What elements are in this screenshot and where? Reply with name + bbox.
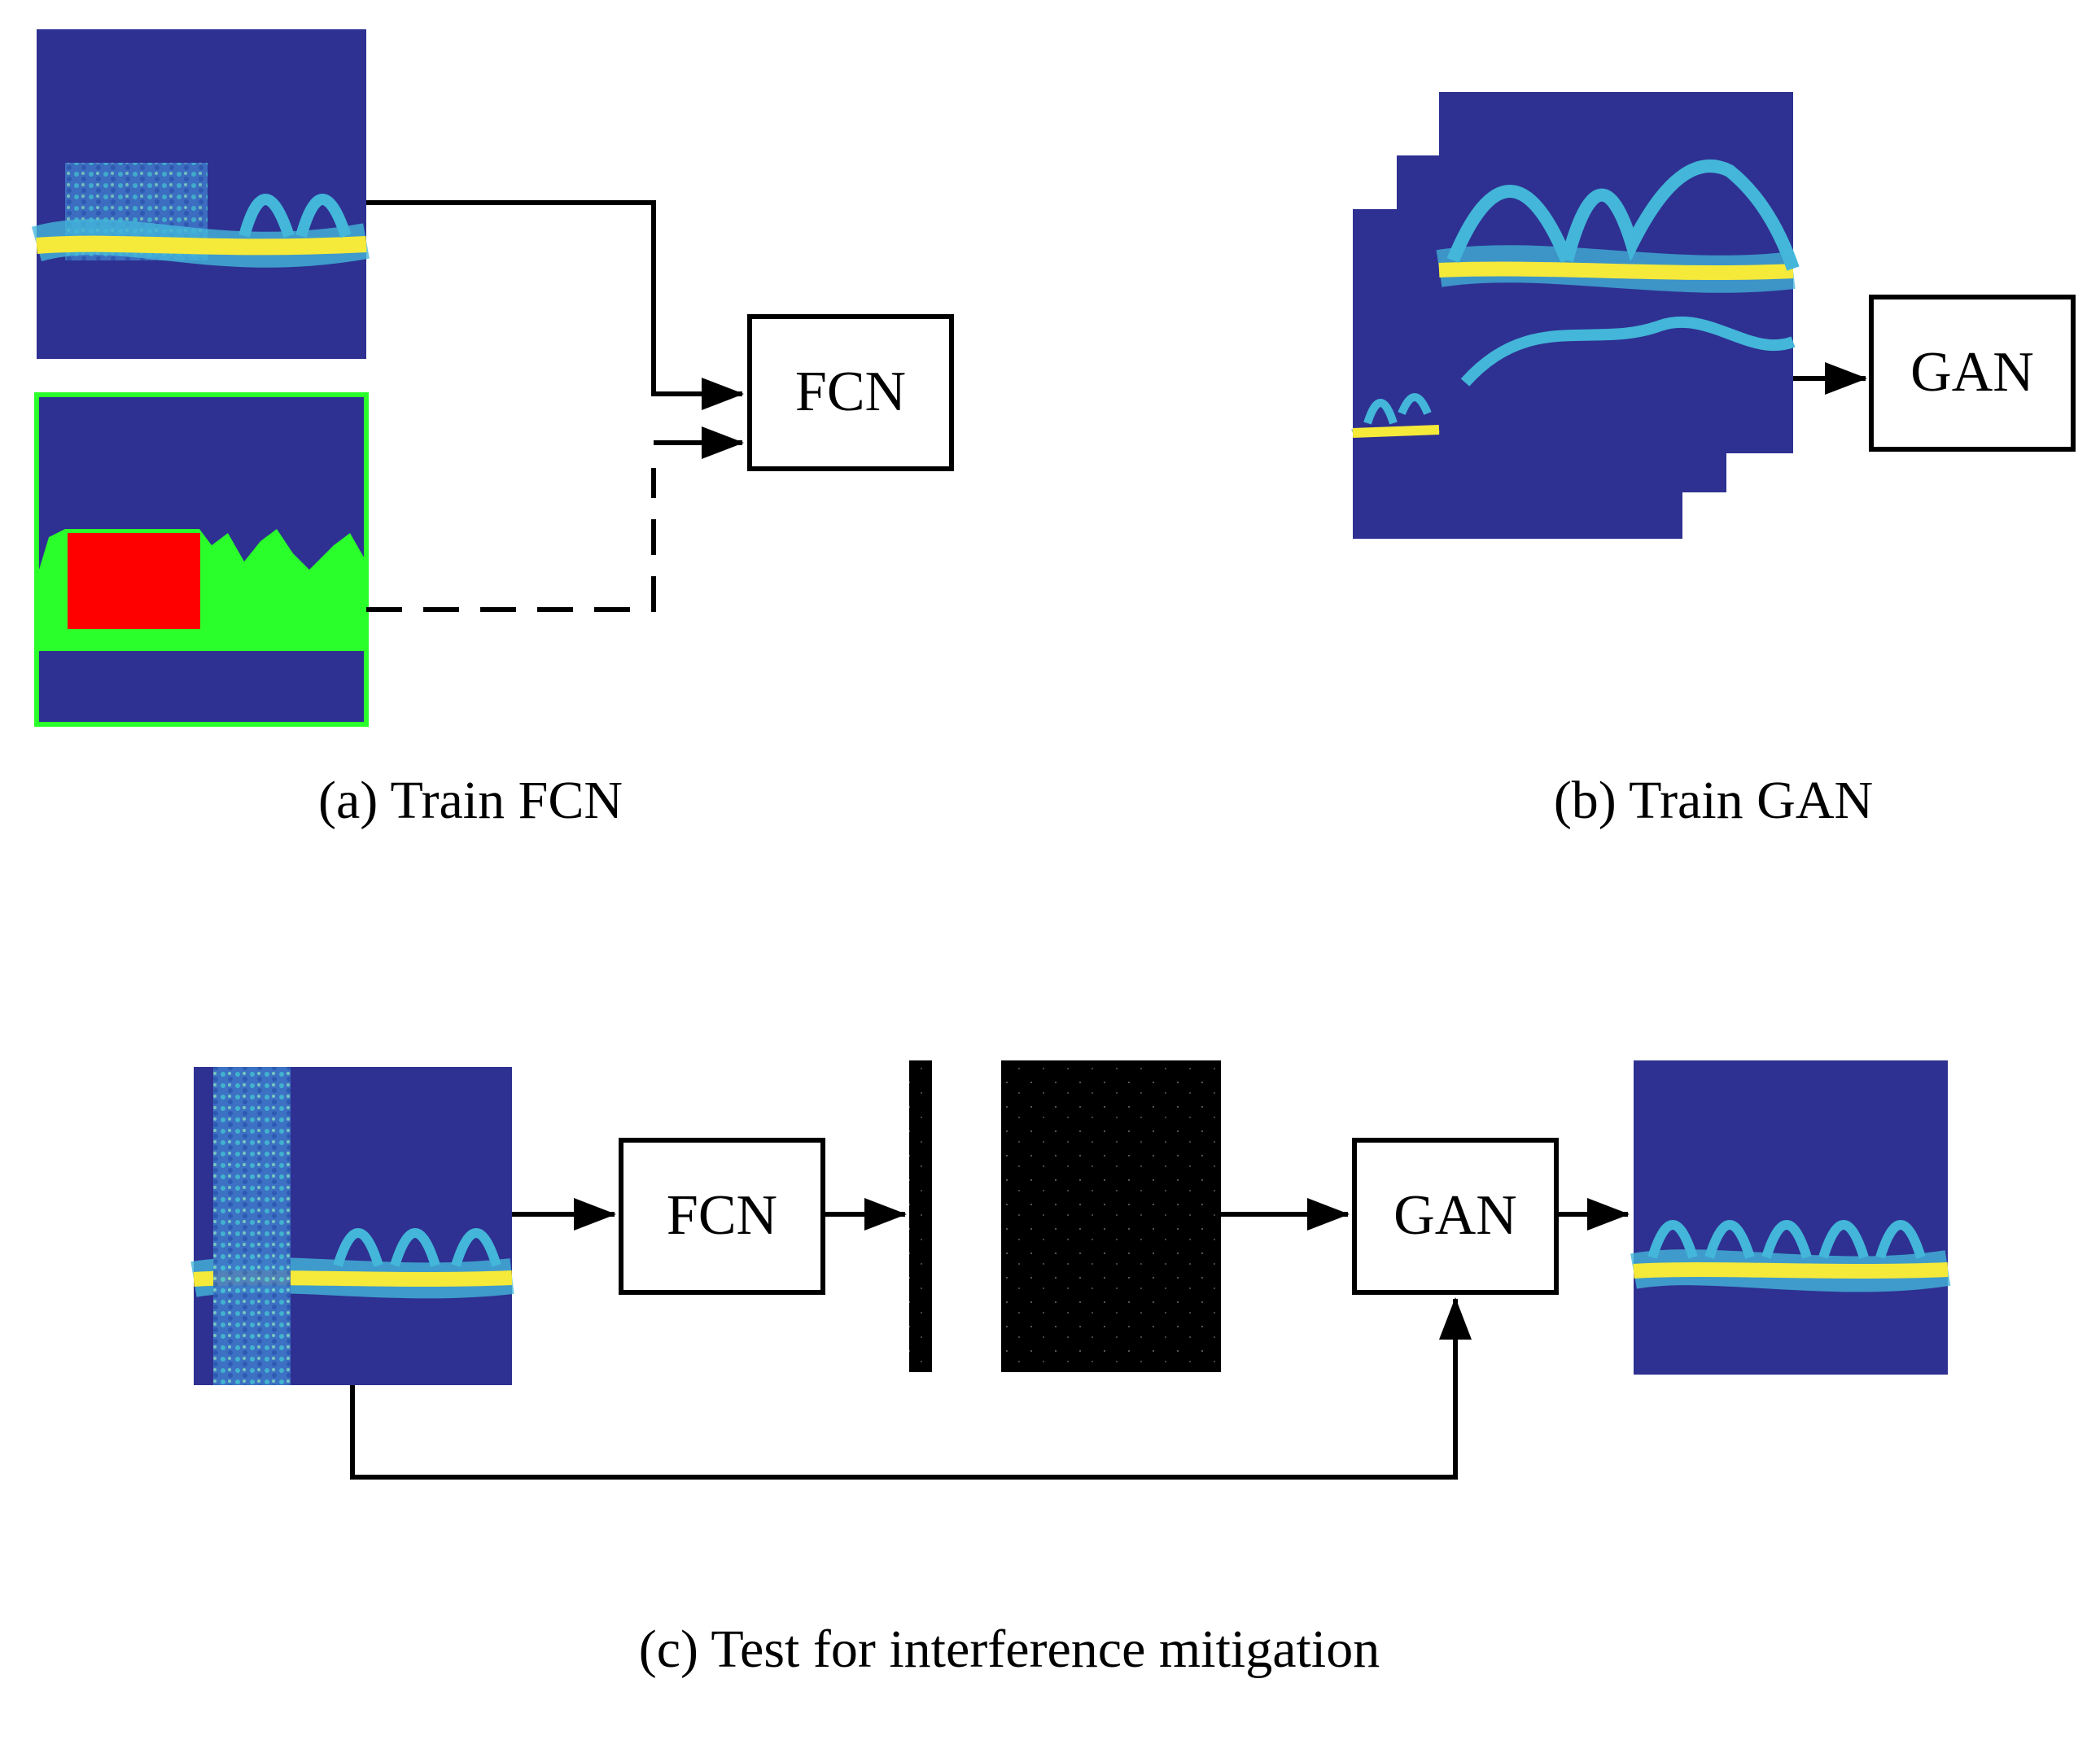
panel-c-wire-skip-connection <box>350 1297 1472 1480</box>
panel-b-spectrogram-stack <box>1348 92 1800 539</box>
panel-c-gan-block <box>1352 1138 1559 1295</box>
interference-band <box>213 1067 291 1385</box>
panel-b: GAN (b) Train GAN <box>1348 92 2076 830</box>
panel-c-gan-label: GAN <box>1393 1184 1517 1247</box>
panel-c: FCN GAN (c) Test for interference mitiga… <box>190 1060 1951 1679</box>
panel-a-caption: (a) Train FCN <box>318 771 623 830</box>
panel-a-fcn-block <box>747 314 954 471</box>
panel-c-mask-image <box>1001 1060 1221 1372</box>
panel-a-wire-mask-dashed <box>366 468 656 612</box>
panel-b-gan-label: GAN <box>1910 341 2034 404</box>
panel-a-spectrogram-image <box>31 29 370 359</box>
panel-a-wire-spectrogram <box>366 200 744 410</box>
interference-region <box>68 533 200 629</box>
panel-a: FCN (a) Train FCN <box>31 29 954 830</box>
panel-b-gan-block <box>1869 295 2076 452</box>
panel-a-fcn-label: FCN <box>795 361 906 423</box>
panel-c-mask-strip <box>909 1060 932 1372</box>
panel-c-caption: (c) Test for interference mitigation <box>639 1620 1380 1679</box>
panel-b-caption: (b) Train GAN <box>1554 771 1873 830</box>
panel-c-output-spectrogram <box>1630 1060 1951 1375</box>
panel-a-label-mask-image <box>34 392 369 727</box>
panel-c-input-spectrogram <box>190 1067 514 1385</box>
panel-c-fcn-label: FCN <box>667 1184 777 1247</box>
panel-c-fcn-block <box>619 1138 825 1295</box>
